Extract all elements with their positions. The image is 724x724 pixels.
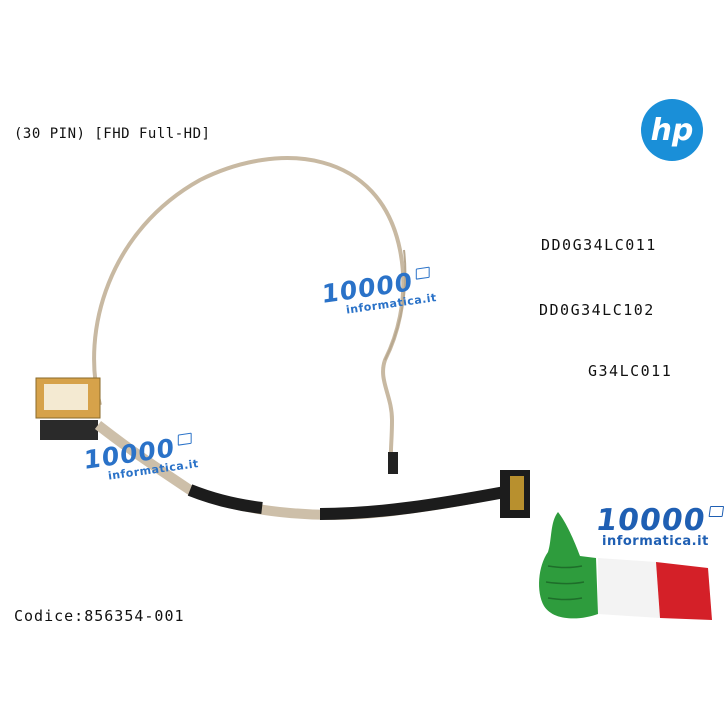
part-code-1: DD0G34LC011 [541,236,657,254]
laptop-icon [415,266,430,280]
left-connector [40,420,98,440]
flag-white [598,558,660,618]
thin-wire-inner [384,249,407,361]
connector-sticker [44,384,88,410]
flag-green [539,512,598,619]
ribbon-tape-2 [319,486,507,520]
thin-wire [92,156,406,472]
hp-logo-icon: hp [641,99,703,161]
right-connector-pins [510,476,524,510]
product-code: Codice:856354-001 [14,607,185,625]
small-connector [388,452,398,474]
watermark-3: 10000 informatica.it [594,503,724,548]
ribbon-tape-1 [187,484,263,514]
laptop-icon [708,506,724,517]
connector-spec: (30 PIN) [FHD Full-HD] [14,126,211,142]
laptop-icon [177,432,192,446]
part-code-2: DD0G34LC102 [539,301,655,319]
part-code-3: G34LC011 [588,362,673,380]
thumbs-up-flag-image [538,512,712,623]
svg-text:hp: hp [651,113,694,148]
flag-red [656,562,712,620]
